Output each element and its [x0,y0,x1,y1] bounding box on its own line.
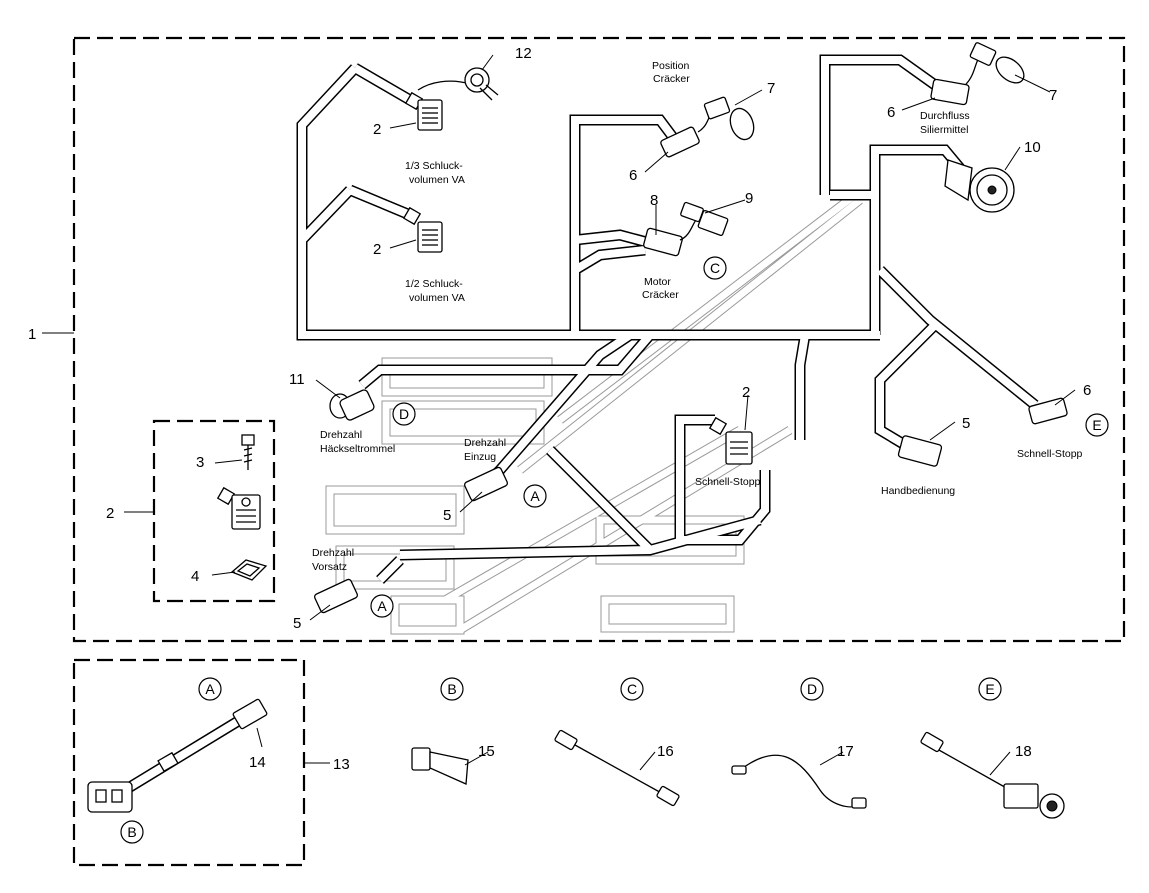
cable-16 [554,729,680,807]
ref-D: D [399,406,409,422]
callout-1: 1 [28,326,36,343]
spare-ref-E: E [985,681,994,697]
label-schluck13-l2: volumen VA [409,174,465,186]
label-schluck13-l1: 1/3 Schluck- [405,160,463,172]
label-position-l1: Position [652,60,690,72]
spare-ref-C: C [627,681,637,697]
ref-E: E [1092,417,1101,433]
screw-3 [241,434,255,470]
kit-ref-A: A [205,681,215,697]
callout-5-vorsatz: 5 [293,615,301,632]
ref-A-einzug: A [530,488,540,504]
quick-stop-connector-right [1028,397,1068,425]
round-plug-12 [464,67,499,101]
callout-7-durchfluss: 7 [1049,87,1057,104]
label-einzug-l2: Einzug [464,451,496,463]
callout-6-durchfluss: 6 [887,104,895,121]
callout-6-position: 6 [629,167,637,184]
kit-ref-B: B [127,824,136,840]
callout-8: 8 [650,192,658,209]
sensor-kit-frame-2 [152,419,276,603]
callout-10: 10 [1024,139,1041,156]
ref-C: C [710,260,720,276]
label-motor-l2: Cräcker [642,289,679,301]
cable-17 [731,754,867,809]
harness-frame-1 [72,36,1126,643]
label-vorsatz-l1: Drehzahl [312,547,354,559]
label-einzug-l1: Drehzahl [464,437,506,449]
gasket-4 [230,559,268,581]
valve-connector-1-3 [404,80,471,131]
callout-15: 15 [478,743,495,760]
plug-15 [411,747,469,785]
label-position-l2: Cräcker [653,73,690,85]
label-schnellstopp-right: Schnell-Stopp [1017,448,1083,460]
callout-7-position: 7 [767,80,775,97]
component-labels: 1/3 Schluck- volumen VA 1/2 Schluck- vol… [312,60,1083,573]
manual-control-connector [897,435,943,467]
callout-2-stop: 2 [742,384,750,401]
part-callouts: 1 2 2 2 2 3 4 5 5 5 6 6 6 7 7 8 9 10 11 … [28,45,1091,773]
motor-cracker-connector [643,201,729,257]
valve-coil-2 [216,486,261,530]
callout-9: 9 [745,190,753,207]
label-schluck12-l2: volumen VA [409,292,465,304]
cable-18 [920,731,1065,819]
callout-3: 3 [196,454,204,471]
intake-speed-connector [463,466,509,502]
label-haecksel-l1: Drehzahl [320,429,362,441]
chopper-speed-sensor-11 [329,389,375,421]
spare-ref-D: D [807,681,817,697]
header-speed-connector [313,578,359,614]
round-connector-10 [944,159,1015,213]
adapter-kit-frame-13 [72,658,306,867]
label-durchfluss-l1: Durchfluss [920,110,970,122]
ref-A-vorsatz: A [377,598,387,614]
callout-4: 4 [191,568,199,585]
label-haecksel-l2: Häckseltrommel [320,443,395,455]
callout-11: 11 [289,371,305,388]
quick-stop-valve-middle [708,416,753,465]
label-schluck12-l1: 1/2 Schluck- [405,278,463,290]
spare-ref-B: B [447,681,456,697]
callout-12: 12 [515,45,532,62]
label-vorsatz-l2: Vorsatz [312,561,347,573]
callout-16: 16 [657,743,674,760]
callout-17: 17 [837,743,854,760]
callout-14: 14 [249,754,266,771]
callout-6-stop: 6 [1083,382,1091,399]
wire-harness [296,54,1039,584]
callout-2-top: 2 [373,121,381,138]
label-schnellstopp-mid: Schnell-Stopp [695,476,761,488]
callout-13: 13 [333,756,350,773]
callout-5-hand: 5 [962,415,970,432]
callout-2-mid: 2 [373,241,381,258]
callout-5-einzug: 5 [443,507,451,524]
adapter-cable-14 [87,698,268,813]
leader-lines [211,54,1076,776]
callout-18: 18 [1015,743,1032,760]
machine-outline [325,191,863,635]
label-handbedienung: Handbedienung [881,485,955,497]
callout-2-kit: 2 [106,505,114,522]
reference-letters: A A C D E A B B C D E [120,256,1109,844]
label-durchfluss-l2: Siliermittel [920,124,968,136]
label-motor-l1: Motor [644,276,671,288]
valve-connector-1-2 [402,206,443,253]
position-cracker-connector [660,96,755,158]
flow-sensor-connector [930,42,1025,106]
